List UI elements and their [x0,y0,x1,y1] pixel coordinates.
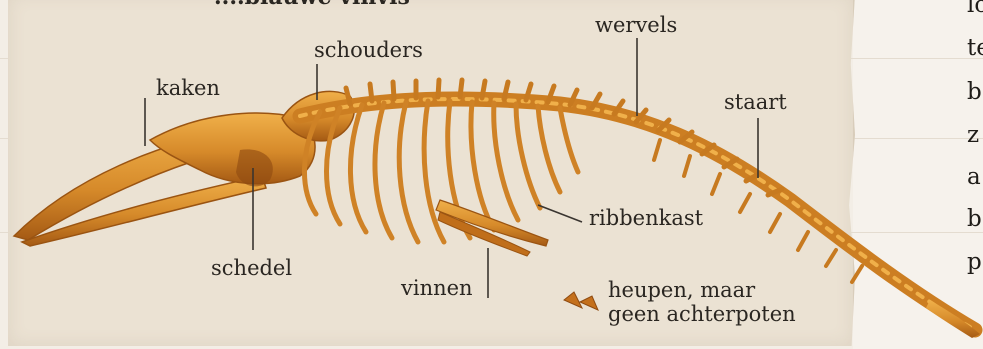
label-kaken: kaken [156,78,220,99]
side-text-line: a [967,166,981,189]
side-text-line: z [967,124,979,147]
label-heupen-line1: heupen, maar [608,278,796,302]
heading-fragment: ....blauwe vinvis [214,0,410,8]
tail-tip [926,300,980,338]
label-wervels: wervels [595,15,677,36]
side-text-line: p [967,251,982,274]
label-schedel: schedel [211,258,292,279]
side-text-line: lo [967,0,983,17]
hip-bones [564,292,598,310]
label-staart: staart [724,92,787,113]
side-text-line: b [967,81,982,104]
label-vinnen: vinnen [401,278,473,299]
label-ribbenkast: ribbenkast [589,208,703,229]
label-heupen-line2: geen achterpoten [608,302,796,326]
side-text-line: b [967,208,982,231]
label-heupen: heupen, maar geen achterpoten [608,278,796,326]
flipper-bones [436,200,548,256]
label-schouders: schouders [314,40,423,61]
side-text-line: te [967,37,983,60]
